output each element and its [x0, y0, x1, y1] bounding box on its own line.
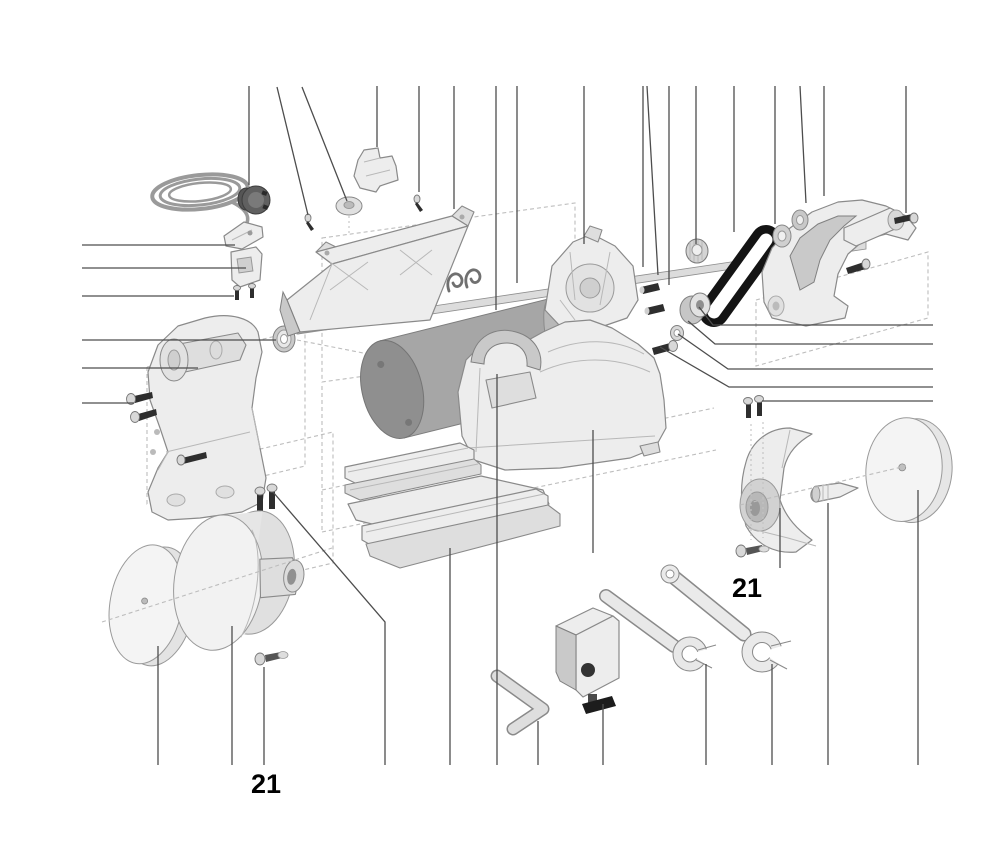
housing-screws	[743, 395, 764, 418]
upper-housing	[544, 225, 639, 329]
motor-clamp	[470, 329, 542, 371]
lower-housing	[457, 319, 667, 471]
drum-wheel	[173, 510, 305, 651]
top-cover	[279, 205, 475, 337]
bracket-screws	[126, 392, 157, 423]
hub-screw	[254, 651, 289, 666]
spark-guard-bracket	[353, 147, 399, 193]
flange-screw-21	[735, 544, 770, 558]
bracket-inner-screw	[176, 452, 207, 466]
switch-body	[230, 246, 263, 288]
taper-cone	[810, 482, 859, 503]
leader-lines-top	[248, 85, 907, 310]
leader-lines-right	[659, 306, 933, 402]
cover-screws	[304, 194, 423, 231]
right-bracket-arm	[761, 199, 917, 327]
drive-belt	[699, 225, 781, 327]
pulley-bolt	[652, 340, 678, 355]
wire-clip	[446, 268, 482, 293]
power-plug	[237, 185, 271, 215]
grommet	[335, 196, 363, 216]
leader-lines-bottom	[157, 374, 919, 765]
switch-lever	[223, 221, 264, 250]
base-rail-inner	[361, 488, 561, 569]
switch-screws	[233, 283, 256, 300]
right-wheel	[865, 417, 953, 523]
axis-dashed-lines	[101, 465, 907, 623]
open-end-wrench-small	[599, 589, 718, 672]
left-bracket-arm	[147, 315, 267, 521]
hex-key	[490, 669, 550, 736]
spindle-bolt	[846, 212, 919, 274]
base-screws-21	[254, 483, 278, 512]
leader-lines-left	[82, 244, 276, 404]
part-number-label-right: 21	[732, 573, 762, 603]
part-number-label-left: 21	[251, 769, 281, 799]
knurled-nut	[685, 238, 709, 264]
power-cord	[150, 172, 250, 212]
clamp-tool	[555, 607, 620, 714]
grub-screws	[639, 283, 665, 315]
guard-dotted-lines	[348, 216, 764, 540]
shaft-washer	[670, 325, 684, 341]
open-end-wrench-large	[660, 564, 792, 673]
motor-pulley	[679, 292, 711, 325]
motor-clamp-foot	[485, 371, 537, 409]
